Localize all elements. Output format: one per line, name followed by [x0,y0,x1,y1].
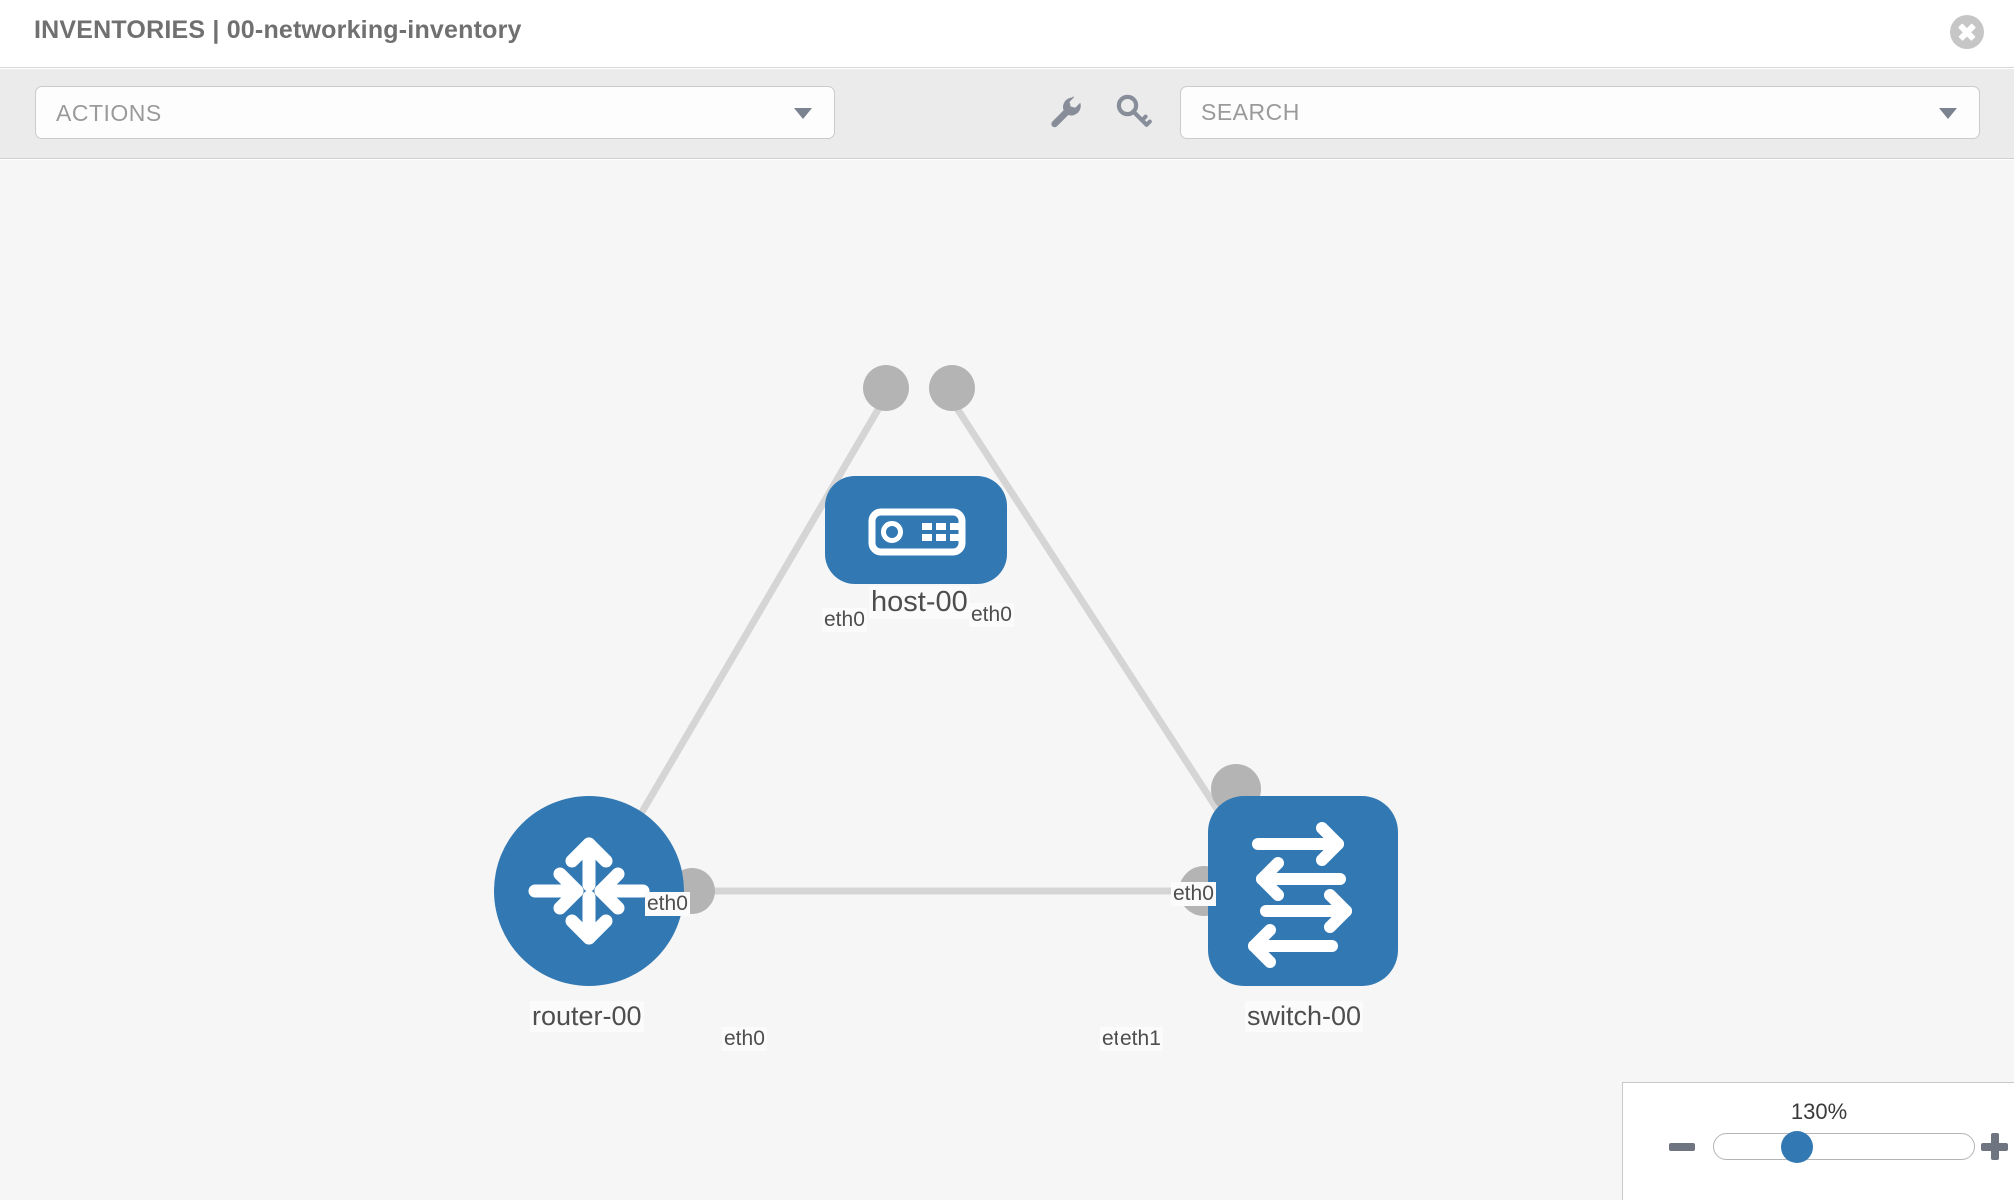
node-label-switch-00: switch-00 [1245,1001,1364,1032]
zoom-slider-handle[interactable] [1781,1131,1813,1163]
actions-dropdown-label: ACTIONS [56,100,162,126]
topology-canvas[interactable]: host-00 router-00 switch-00 eth0 eth0 et… [0,160,2014,1200]
search-input[interactable] [1181,87,1941,138]
chevron-down-icon[interactable] [1939,108,1957,119]
iface-label-host-to-router: eth0 [822,608,867,632]
wrench-icon[interactable] [1047,93,1085,131]
zoom-in-icon-vertical [1991,1133,1999,1160]
switch-arrows-icon [1248,822,1352,968]
search-field-wrapper[interactable] [1180,86,1980,139]
zoom-level-label: 130% [1790,1099,1848,1124]
connector-host-right [929,365,975,411]
key-icon[interactable] [1114,93,1152,131]
link-host-switch [946,394,1235,834]
iface-label-router-to-switch: eth0 [722,1027,767,1051]
link-host-router [628,394,890,831]
actions-dropdown[interactable]: ACTIONS [35,86,835,139]
node-router-00 [494,796,684,986]
iface-label-host-to-switch: eth0 [969,603,1014,627]
node-label-router-00: router-00 [530,1001,644,1032]
router-arrows-icon [528,837,650,945]
connector-host-left [863,365,909,411]
iface-label-switch-to-router: eth1 [1118,1027,1163,1051]
node-label-host-00: host-00 [869,586,970,619]
server-icon [868,508,966,556]
zoom-in-icon[interactable] [1981,1133,2008,1160]
zoom-out-icon[interactable] [1669,1143,1695,1151]
page-title: INVENTORIES | 00-networking-inventory [34,16,522,44]
iface-label-switch-to-host: eth0 [1171,882,1216,906]
zoom-control-panel: 130% [1622,1082,2014,1200]
page-header: INVENTORIES | 00-networking-inventory [0,0,2014,68]
close-icon[interactable] [1950,15,1984,49]
iface-label-router-to-host: eth0 [645,892,690,916]
node-host-00 [825,476,1007,584]
node-switch-00 [1208,796,1398,986]
topology-graph [494,365,1398,986]
toolbar: ACTIONS [0,69,2014,159]
zoom-slider-track[interactable] [1713,1133,1975,1160]
chevron-down-icon [794,108,812,119]
